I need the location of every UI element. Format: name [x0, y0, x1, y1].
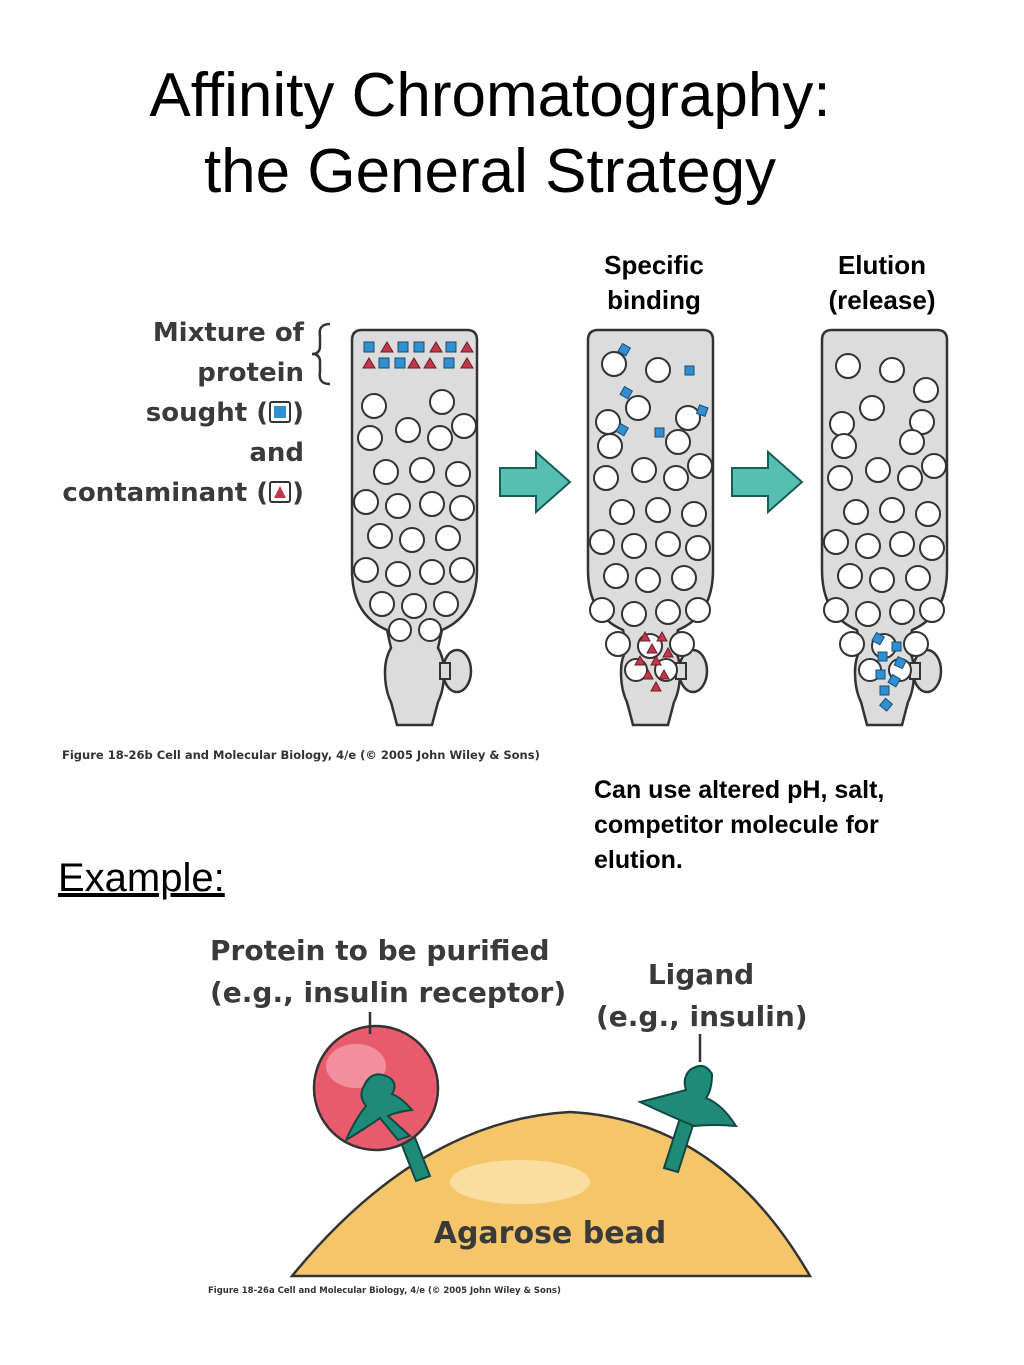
- figure-caption-top: Figure 18-26b Cell and Molecular Biology…: [62, 748, 540, 762]
- title-line-2: the General Strategy: [203, 137, 777, 206]
- title-line-1: Affinity Chromatography:: [149, 61, 831, 130]
- column-specific-binding: [586, 328, 715, 727]
- arrow-to-binding: [499, 451, 571, 513]
- agarose-bead-label: Agarose bead: [433, 1216, 667, 1251]
- contaminant-key-icon: [269, 481, 292, 503]
- agarose-bead-figure: [289, 1012, 813, 1278]
- contaminant-triangles: [362, 341, 474, 369]
- ligand-label: Ligand (e.g., insulin): [596, 958, 808, 1033]
- mixture-label: Mixture of protein sought () and contami…: [62, 318, 304, 508]
- example-label: Example:: [58, 856, 225, 900]
- eluting-contaminants: [634, 630, 674, 692]
- bound-ligand: [343, 1073, 414, 1143]
- eluted-protein-squares: [871, 631, 907, 712]
- column-mixture: [350, 328, 479, 727]
- free-ligand: [637, 1064, 738, 1128]
- protein-sought-key-icon: [269, 401, 292, 423]
- bound-protein-squares: [615, 342, 709, 438]
- elution-note: Can use altered pH, salt, competitor mol…: [594, 776, 885, 874]
- elution-label: Elution (release): [828, 250, 936, 315]
- mixture-brace: [311, 322, 331, 386]
- specific-binding-label: Specific binding: [604, 250, 704, 315]
- page-title: Affinity Chromatography: the General Str…: [0, 58, 980, 210]
- figure-caption-bottom: Figure 18-26a Cell and Molecular Biology…: [208, 1286, 561, 1296]
- column-elution: [820, 328, 949, 727]
- protein-label: Protein to be purified (e.g., insulin re…: [210, 934, 567, 1009]
- arrow-to-elution: [731, 451, 803, 513]
- protein-squares-row1: [363, 341, 457, 369]
